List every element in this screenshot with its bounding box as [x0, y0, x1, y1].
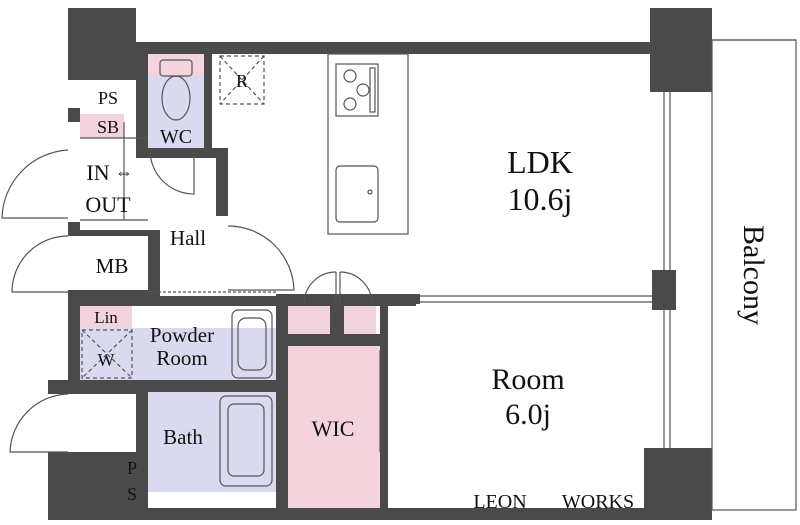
hall-door[interactable] [227, 225, 295, 291]
hall-label: Hall [170, 226, 206, 250]
wall-wc-right [204, 54, 212, 154]
wall-top-right-column [650, 8, 712, 92]
wc-floor [148, 76, 204, 148]
wall-wic-divider [330, 306, 344, 334]
wall-right-mid-pillar [652, 270, 676, 310]
stove[interactable] [335, 63, 379, 117]
lin-label: Lin [94, 308, 118, 327]
bath-label: Bath [163, 425, 203, 449]
wall-top [136, 42, 652, 54]
sb-floor [80, 114, 124, 138]
wall-bath-left [136, 392, 148, 510]
sink[interactable] [335, 165, 379, 223]
wic-door-left[interactable] [303, 271, 337, 305]
wc-floor-pink [148, 54, 204, 76]
fixtures [1, 39, 797, 511]
mb-door[interactable] [11, 235, 69, 293]
bath-floor [148, 392, 276, 492]
brand-right: WORKS [562, 491, 634, 513]
wic-floor [288, 345, 380, 513]
wall-bottom [48, 508, 648, 520]
wall-powder-top [68, 296, 284, 306]
wall-wc-left [136, 54, 148, 150]
balcony-label: Balcony [737, 225, 770, 325]
wic-entry-floor-right [344, 306, 376, 334]
wall-ldk-room-left-post [376, 294, 420, 304]
floor-fills [80, 54, 380, 513]
ps-top-label: PS [98, 88, 118, 108]
room-label: Room [491, 363, 564, 396]
wall-mb-top [68, 230, 160, 236]
wall-top-left-block [68, 8, 136, 80]
wall-room-left [380, 294, 388, 514]
wall-powder-bottom [80, 380, 280, 392]
entrance-door[interactable] [1, 149, 69, 219]
wic-label: WIC [312, 416, 355, 441]
labels: LDK 10.6j Room 6.0j Balcony WIC Hall Bat… [85, 71, 770, 513]
room-size: 6.0j [505, 398, 551, 431]
wc-door[interactable] [149, 149, 195, 195]
powder-label-2: Room [156, 346, 207, 370]
ldk-label: LDK [507, 144, 573, 180]
entrance-in-label: IN [86, 160, 109, 185]
bathtub[interactable] [219, 395, 273, 487]
powder-floor [80, 328, 276, 380]
wall-mb-right [148, 230, 160, 296]
kitchen-counter[interactable] [327, 53, 409, 235]
wic-door-right[interactable] [339, 271, 373, 305]
entrance-out-label: OUT [85, 192, 131, 217]
wall-mb-bottom [68, 290, 160, 296]
wall-wc-bottom [136, 148, 228, 158]
wic-entry-floor-left [288, 306, 330, 334]
washer-space[interactable] [81, 329, 133, 379]
refrigerator-space[interactable] [219, 55, 265, 105]
w-label: W [98, 350, 115, 370]
wall-left-entry-post [68, 108, 80, 122]
walls [48, 8, 712, 520]
ps-bottom-p: P [127, 458, 137, 478]
wall-wic-mid [288, 334, 388, 346]
sb-label: SB [97, 117, 119, 137]
refrigerator-label: R [236, 71, 248, 91]
wall-bottom-right-column [644, 448, 712, 520]
powder-vanity[interactable] [231, 309, 273, 379]
brand-left: LEON [473, 491, 526, 513]
wc-label: WC [160, 126, 192, 148]
powder-label-1: Powder [150, 323, 214, 347]
ps-bottom-s: S [127, 484, 137, 504]
mb-label: MB [96, 254, 129, 278]
wall-bath-right [276, 296, 288, 514]
entrance-arrow: ⇔ [115, 162, 133, 182]
lin-floor [80, 306, 132, 328]
wall-bottom-left-block [48, 452, 148, 518]
ldk-size: 10.6j [508, 181, 573, 217]
toilet-bowl[interactable] [161, 75, 191, 121]
lower-door[interactable] [9, 393, 69, 453]
wall-left-mb [68, 292, 80, 392]
wall-hall-right [216, 150, 228, 216]
